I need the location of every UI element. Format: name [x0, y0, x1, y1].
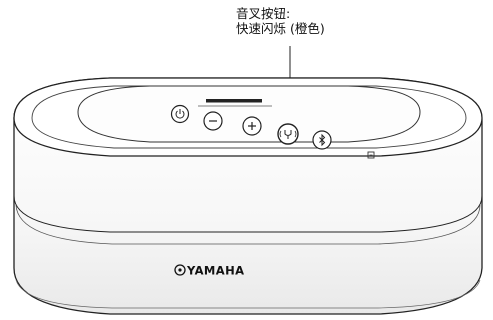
brand-text: YAMAHA	[186, 264, 244, 278]
control-panel	[77, 85, 421, 143]
device-ridge-upper	[13, 195, 483, 233]
power-button[interactable]	[170, 104, 190, 124]
yamaha-logo: YAMAHA	[174, 264, 244, 278]
callout-line-1: 音叉按钮:	[236, 6, 291, 21]
led-indicator-bar	[206, 99, 262, 103]
device-ridge-lower	[15, 204, 481, 245]
plus-icon	[248, 122, 256, 130]
volume-up-button[interactable]	[242, 116, 262, 136]
bluetooth-icon	[319, 133, 326, 147]
tuning-fork-button[interactable]	[277, 123, 299, 145]
nfc-icon	[367, 151, 375, 159]
volume-down-button[interactable]	[203, 111, 223, 131]
callout-label: 音叉按钮: 快速闪烁 (橙色)	[236, 6, 325, 36]
device-base-edge	[15, 279, 481, 309]
bluetooth-button[interactable]	[312, 130, 332, 150]
power-icon	[175, 109, 185, 119]
tuning-fork-icon	[279, 130, 297, 139]
callout-line-2: 快速闪烁 (橙色)	[236, 21, 325, 36]
device-top-rim	[31, 85, 467, 149]
